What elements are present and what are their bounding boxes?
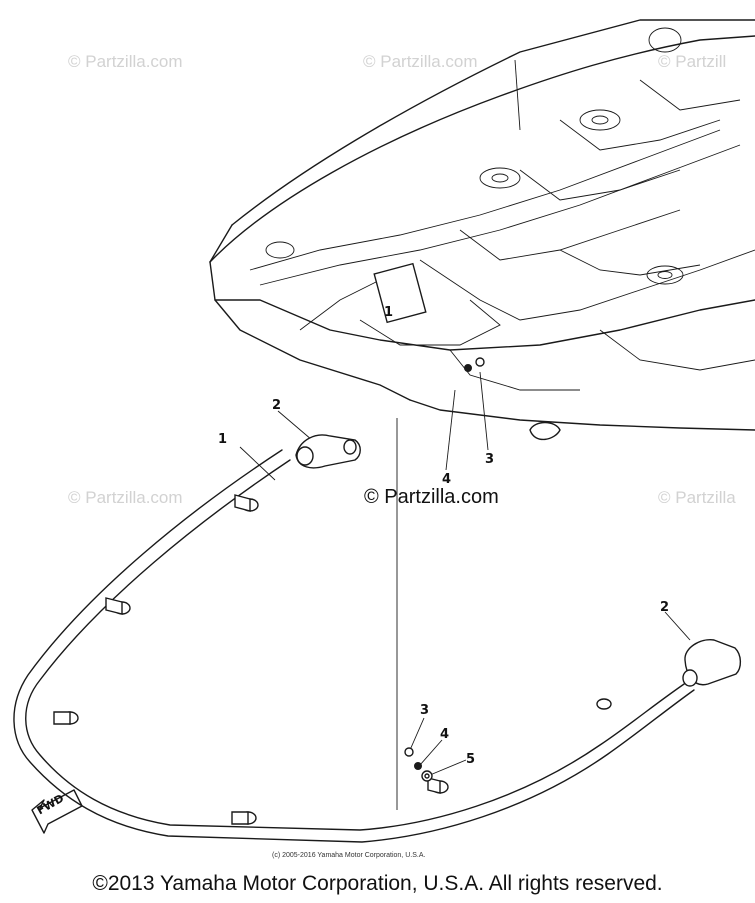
forward-arrow-icon: [31, 789, 83, 834]
bumper-rail: [13, 449, 695, 843]
watermark-mid-left: © Partzilla.com: [68, 488, 183, 507]
end-cap-right: [682, 639, 742, 687]
watermark-top-right: © Partzill: [658, 52, 727, 71]
callout-part-5-lower: 5: [466, 752, 476, 767]
end-cap-upper: [295, 434, 361, 469]
fasteners-upper: [464, 357, 485, 372]
callout-part-4-upper: 4: [442, 472, 452, 487]
watermark-mid-right: © Partzilla: [658, 488, 736, 507]
callout-part-2-right: 2: [660, 600, 670, 615]
callout-part-1: 1: [218, 432, 228, 447]
callout-part-3-lower: 3: [420, 703, 430, 718]
callout-part-1-hull: 1: [384, 305, 394, 320]
callout-part-4-lower: 4: [440, 727, 450, 742]
watermark-mid-center: © Partzilla.com: [364, 486, 499, 508]
watermark-top-center: © Partzilla.com: [363, 52, 478, 71]
callout-part-2-upper: 2: [272, 398, 282, 413]
copyright-footer: ©2013 Yamaha Motor Corporation, U.S.A. A…: [92, 872, 663, 895]
callout-part-3-upper: 3: [485, 452, 495, 467]
watermark-top-left: © Partzilla.com: [68, 52, 183, 71]
diagram-small-copyright: (c) 2005-2016 Yamaha Motor Corporation, …: [272, 852, 426, 859]
hull-assembly: [209, 19, 755, 441]
fasteners-lower: [404, 747, 433, 782]
